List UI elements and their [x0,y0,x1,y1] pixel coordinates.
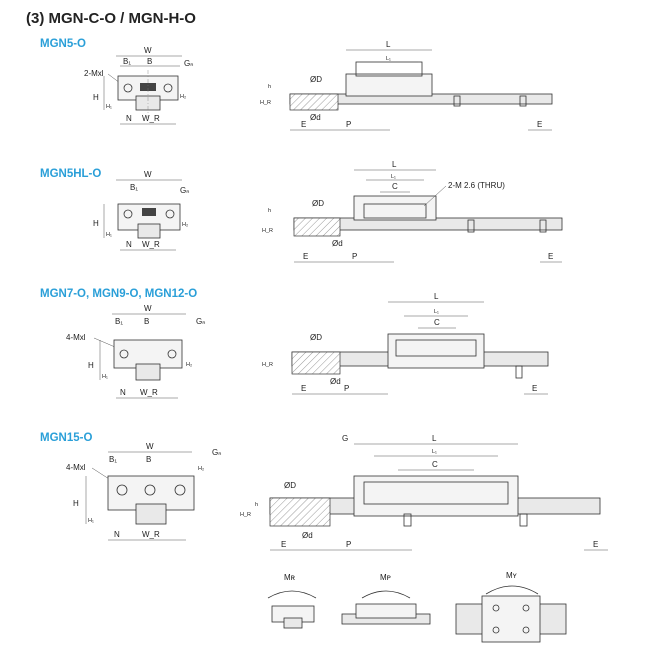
svg-text:Ød: Ød [310,113,321,122]
section-label-mgn5: MGN5-O [40,38,86,50]
svg-text:P: P [344,384,349,393]
svg-text:Gₙ: Gₙ [212,448,221,457]
svg-text:2-Mxl: 2-Mxl [84,69,104,78]
svg-text:E: E [548,252,553,261]
mgn15-end-view: W B₁ B Gₙ 4-Mxl H H₁ H₂ N W_R [66,442,221,541]
svg-text:C: C [392,182,398,191]
svg-text:N: N [126,114,132,123]
svg-text:Mᴘ: Mᴘ [380,573,391,582]
svg-text:B₁: B₁ [115,317,123,326]
svg-text:H_R: H_R [260,100,271,106]
mgn15-side-view: L G L₁ C ØD Ød h H_R E P E [240,434,608,551]
svg-text:P: P [346,540,351,549]
svg-text:E: E [532,384,537,393]
svg-text:H_R: H_R [262,228,273,234]
svg-text:Mʀ: Mʀ [284,573,296,582]
svg-text:B: B [144,317,149,326]
svg-text:2-M 2.6 (THRU): 2-M 2.6 (THRU) [448,181,505,190]
mgn5hl-side-view: L L₁ C 2-M 2.6 (THRU) ØD Ød h H_R E P E [262,160,563,263]
svg-text:h: h [268,84,271,90]
svg-text:ØD: ØD [312,199,324,208]
moment-mr-icon: Mʀ [267,573,317,629]
svg-text:4-Mxl: 4-Mxl [66,333,86,342]
svg-text:L: L [434,292,439,301]
svg-text:H₂: H₂ [186,362,192,368]
svg-text:N: N [126,240,132,249]
svg-text:H: H [73,499,79,508]
svg-text:Ød: Ød [330,377,341,386]
svg-text:H_R: H_R [262,362,273,368]
svg-text:H₁: H₁ [88,518,94,524]
svg-text:ØD: ØD [310,333,322,342]
svg-text:H: H [93,219,99,228]
svg-text:H₂: H₂ [180,94,186,100]
svg-text:Gₙ: Gₙ [184,59,193,68]
mgn7-end-view: W B₁ B Gₙ 4-Mxl H H₁ H₂ N W_R [66,304,205,399]
svg-text:E: E [593,540,598,549]
svg-text:W: W [144,46,152,55]
svg-text:W: W [144,170,152,179]
svg-text:E: E [281,540,286,549]
svg-text:L: L [432,434,437,443]
svg-text:H₁: H₁ [106,232,112,238]
svg-text:Ød: Ød [332,239,343,248]
svg-text:N: N [114,530,120,539]
section-label-mgn15: MGN15-O [40,432,93,444]
svg-text:B₁: B₁ [109,455,117,464]
svg-text:C: C [432,460,438,469]
svg-text:H₂: H₂ [182,222,188,228]
svg-text:L₁: L₁ [432,449,437,455]
svg-text:W: W [144,304,152,313]
mgn5-end-view: W B₁ B Gₙ 2-Mxl H H₁ H₂ N W_R [84,46,193,125]
svg-text:B: B [146,455,151,464]
svg-text:H₂: H₂ [198,466,204,472]
svg-text:H: H [93,93,99,102]
svg-text:E: E [301,384,306,393]
mgn7-side-view: L L₁ C ØD Ød H_R E P E [262,292,549,395]
svg-text:E: E [303,252,308,261]
moment-mp-icon: Mᴘ [341,573,431,625]
svg-text:H: H [88,361,94,370]
moment-my-icon: Mʏ [455,571,567,643]
svg-text:H₁: H₁ [102,374,108,380]
svg-text:C: C [434,318,440,327]
svg-text:B₁: B₁ [123,57,131,66]
svg-text:L: L [386,40,391,49]
section-label-mgn7: MGN7-O, MGN9-O, MGN12-O [40,288,198,300]
svg-text:ØD: ØD [284,481,296,490]
svg-text:P: P [346,120,351,129]
svg-text:B: B [147,57,152,66]
page-title: (3) MGN-C-O / MGN-H-O [26,10,196,27]
svg-text:Mʏ: Mʏ [506,571,518,580]
svg-text:W_R: W_R [140,388,158,397]
svg-text:P: P [352,252,357,261]
svg-text:G: G [342,434,348,443]
svg-text:h: h [255,502,258,508]
svg-text:4-Mxl: 4-Mxl [66,463,86,472]
svg-text:Gₙ: Gₙ [196,317,205,326]
svg-text:W_R: W_R [142,530,160,539]
svg-text:B₁: B₁ [130,183,138,192]
svg-text:ØD: ØD [310,75,322,84]
svg-text:h: h [268,208,271,214]
svg-text:H₁: H₁ [106,104,112,110]
svg-text:W_R: W_R [142,240,160,249]
svg-text:L₁: L₁ [391,174,396,180]
section-label-mgn5hl: MGN5HL-O [40,168,102,180]
svg-text:L: L [392,160,397,169]
svg-text:N: N [120,388,126,397]
svg-text:E: E [301,120,306,129]
svg-text:L₁: L₁ [434,309,439,315]
mgn5-side-view: L L₁ ØD Ød h H_R E P E [260,40,553,131]
svg-text:W_R: W_R [142,114,160,123]
svg-text:H_R: H_R [240,512,251,518]
mgn5hl-end-view: W B₁ Gₙ H H₁ H₂ N W_R [93,170,189,251]
svg-text:W: W [146,442,154,451]
svg-text:Gₙ: Gₙ [180,186,189,195]
svg-text:Ød: Ød [302,531,313,540]
svg-text:E: E [537,120,542,129]
svg-text:L₁: L₁ [386,56,391,62]
